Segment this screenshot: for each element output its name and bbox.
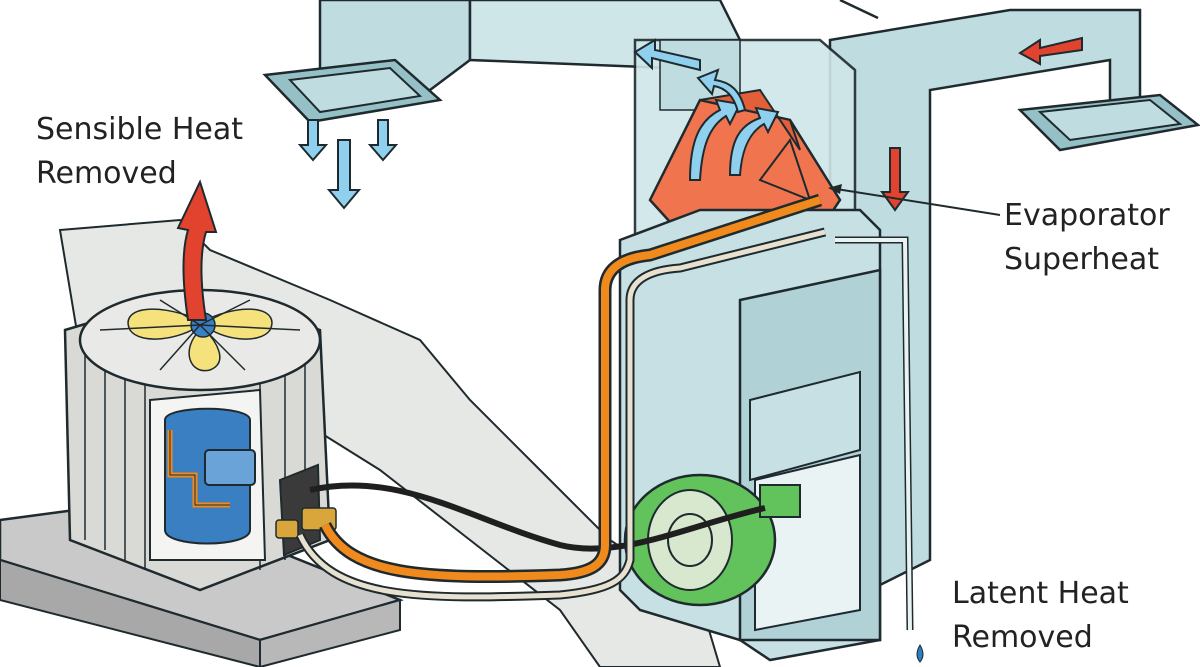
evaporator-superheat-label-line2: Superheat [1004, 242, 1159, 277]
liquid-line [295, 227, 827, 602]
return-duct [828, 0, 1200, 592]
latent-heat-label-line1: Latent Heat [952, 576, 1129, 611]
electrical-cable [309, 482, 766, 552]
latent-heat-label-line2: Removed [952, 620, 1093, 655]
superheat-leader-line [828, 184, 1001, 216]
supply-duct [262, 0, 742, 124]
latent-heat-label: Latent Heat Removed [952, 572, 1129, 660]
sensible-heat-arrow [176, 179, 218, 321]
sensible-heat-label-line1: Sensible Heat [36, 112, 244, 147]
sensible-heat-label-line2: Removed [36, 156, 177, 191]
cold-air-coil-arrows [633, 38, 780, 181]
suction-line [319, 193, 823, 584]
condenser-fan [99, 299, 301, 372]
compressor [164, 407, 256, 545]
condensate-drain [835, 236, 924, 663]
evaporator-superheat-label: Evaporator Superheat [1004, 194, 1170, 282]
cold-air-supply-arrows [297, 119, 399, 210]
sensible-heat-label: Sensible Heat Removed [36, 108, 243, 196]
evaporator-superheat-label-line1: Evaporator [1004, 198, 1170, 233]
blower-motor [623, 473, 801, 607]
